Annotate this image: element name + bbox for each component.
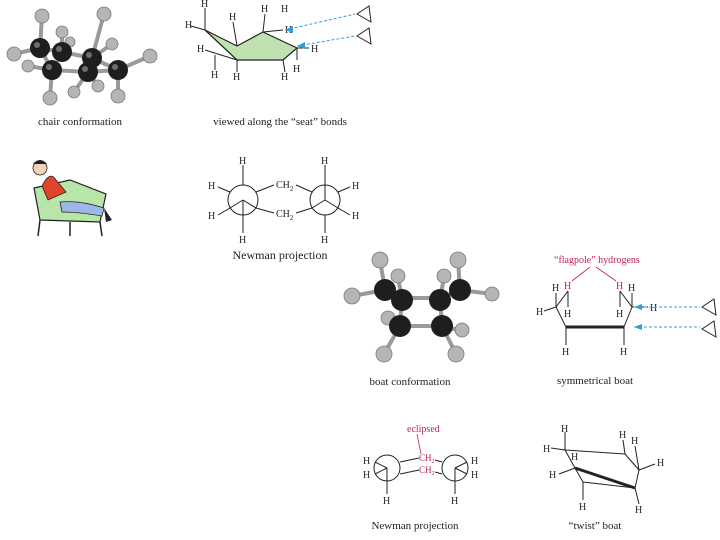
chair-ball-and-stick-model xyxy=(6,6,158,106)
svg-text:H: H xyxy=(619,430,626,441)
svg-text:H: H xyxy=(543,444,550,455)
svg-text:H: H xyxy=(233,72,240,83)
eye-icon xyxy=(356,5,372,45)
svg-text:H: H xyxy=(628,283,635,294)
svg-text:CH2: CH2 xyxy=(276,180,294,193)
chair-model-panel: chair conformation xyxy=(0,0,170,128)
svg-text:H: H xyxy=(571,452,578,463)
svg-text:CH2: CH2 xyxy=(419,453,435,465)
svg-text:CH2: CH2 xyxy=(419,465,435,477)
svg-text:H: H xyxy=(352,211,359,222)
newman-boat-diagram: eclipsed CH2 CH2 HH HH HH xyxy=(363,424,478,507)
svg-text:H: H xyxy=(564,281,571,292)
svg-text:H: H xyxy=(471,456,478,467)
svg-text:H: H xyxy=(657,458,664,469)
svg-text:H: H xyxy=(321,156,328,167)
svg-text:H: H xyxy=(471,470,478,481)
seat-view-diagram: HH HH HH HH HH HH xyxy=(185,0,372,83)
svg-text:H: H xyxy=(451,496,458,507)
svg-text:“flagpole” hydrogens: “flagpole” hydrogens xyxy=(554,255,640,266)
svg-text:H: H xyxy=(620,347,627,358)
newman-boat-caption: Newman projection xyxy=(371,520,459,532)
svg-text:H: H xyxy=(383,496,390,507)
svg-text:H: H xyxy=(321,235,328,245)
svg-text:H: H xyxy=(631,436,638,447)
twist-boat-caption: “twist” boat xyxy=(568,520,622,532)
seat-view-panel: HH HH HH HH HH HH viewed along the “seat… xyxy=(185,0,395,130)
svg-text:H: H xyxy=(564,309,571,320)
svg-text:H: H xyxy=(635,505,642,515)
newman-chair-panel: H H H H H H H H CH2 CH2 Newman projection xyxy=(200,155,375,265)
svg-text:H: H xyxy=(281,72,288,83)
svg-text:H: H xyxy=(261,4,268,15)
svg-text:H: H xyxy=(185,20,192,31)
svg-text:H: H xyxy=(552,283,559,294)
symmetrical-boat-caption: symmetrical boat xyxy=(556,375,634,387)
svg-text:H: H xyxy=(197,44,204,55)
svg-text:H: H xyxy=(579,502,586,513)
svg-text:CH2: CH2 xyxy=(276,209,294,222)
svg-text:H: H xyxy=(616,309,623,320)
svg-text:H: H xyxy=(562,347,569,358)
eye-icon xyxy=(701,298,717,338)
svg-text:H: H xyxy=(352,181,359,192)
svg-text:H: H xyxy=(363,456,370,467)
svg-text:H: H xyxy=(549,470,556,481)
svg-text:H: H xyxy=(616,281,623,292)
boat-ball-and-stick-model xyxy=(343,251,500,363)
newman-chair-diagram: H H H H H H H H CH2 CH2 xyxy=(208,156,359,246)
svg-text:H: H xyxy=(281,4,288,15)
svg-text:H: H xyxy=(293,64,300,75)
svg-text:H: H xyxy=(536,307,543,318)
svg-text:H: H xyxy=(239,235,246,245)
person-in-chair-panel xyxy=(20,150,115,240)
svg-text:H: H xyxy=(229,12,236,23)
svg-text:H: H xyxy=(363,470,370,481)
svg-text:eclipsed: eclipsed xyxy=(407,424,440,435)
boat-conformation-caption: boat conformation xyxy=(369,376,451,388)
twist-boat-diagram: HH HH HH HH H xyxy=(543,424,664,516)
person-in-chair-illustration xyxy=(32,160,112,237)
newman-chair-caption: Newman projection xyxy=(232,248,328,262)
svg-text:H: H xyxy=(211,70,218,81)
chair-conformation-caption: chair conformation xyxy=(38,116,122,128)
boat-model-panel: boat conformation xyxy=(340,248,500,393)
svg-text:H: H xyxy=(208,211,215,222)
svg-text:H: H xyxy=(201,0,208,10)
seat-view-caption: viewed along the “seat” bonds xyxy=(213,116,347,128)
svg-text:H: H xyxy=(311,44,318,55)
svg-text:H: H xyxy=(561,424,568,435)
svg-text:H: H xyxy=(239,156,246,167)
svg-text:H: H xyxy=(208,181,215,192)
svg-text:H: H xyxy=(650,303,657,314)
